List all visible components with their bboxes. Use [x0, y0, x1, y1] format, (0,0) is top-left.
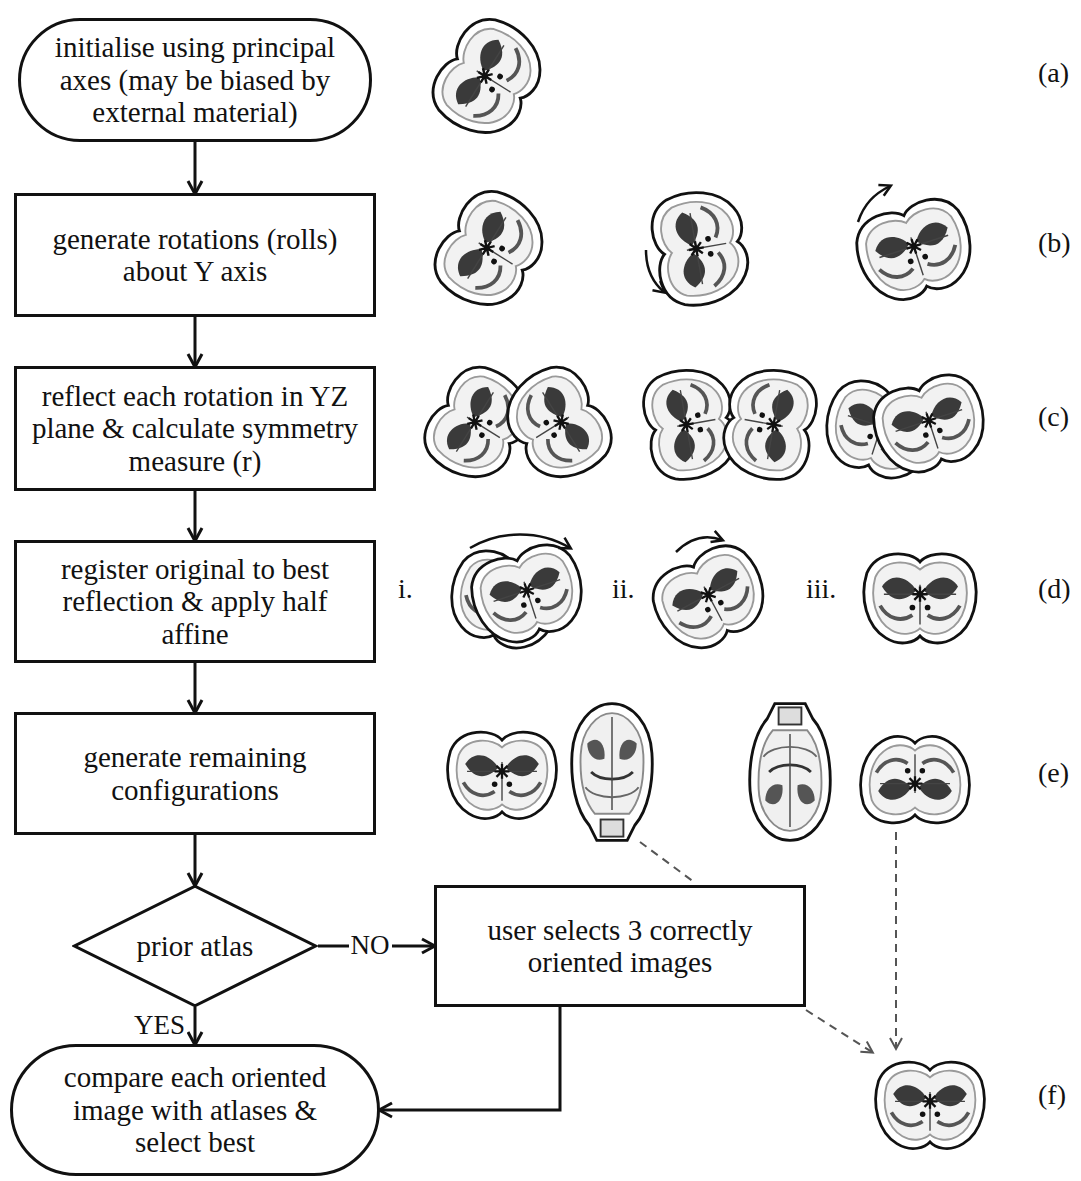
edge-label: NO: [349, 931, 392, 961]
node-text: generate rotations (rolls) about Y axis: [29, 223, 361, 288]
rotation-arrow: [676, 537, 722, 552]
step-number: iii.: [806, 574, 836, 605]
node-text: register original to best reflection & a…: [29, 553, 361, 650]
node-text: compare each oriented image with atlases…: [43, 1061, 347, 1158]
brain-section: [865, 367, 995, 483]
panel-letter: (e): [1038, 758, 1069, 789]
rotation-arrow: [646, 250, 664, 292]
brain-section: [463, 537, 593, 653]
edge-label: YES: [132, 1011, 187, 1041]
brain-section: [876, 1062, 985, 1148]
brain-section-reflected: [718, 363, 822, 485]
flow-arrow: [194, 491, 197, 540]
brain-section: [861, 736, 970, 822]
node-text: reflect each rotation in YZ plane & calc…: [29, 380, 361, 477]
start-terminal: initialise using principal axes (may be …: [18, 18, 372, 142]
panel-letter: (a): [1038, 58, 1069, 89]
brain-section-reflected: [492, 355, 623, 493]
panel-letter: (c): [1038, 402, 1069, 433]
rotation-arrow: [470, 535, 570, 549]
process-box: generate rotations (rolls) about Y axis: [14, 193, 376, 317]
dashed-leader: [640, 842, 694, 882]
brain-axial: [572, 704, 653, 841]
process-box: register original to best reflection & a…: [14, 540, 376, 663]
brain-section: [848, 191, 982, 310]
flow-arrow: [194, 663, 197, 712]
brain-section: [421, 7, 556, 149]
brain-section: [647, 185, 754, 311]
end-terminal: compare each oriented image with atlases…: [10, 1044, 380, 1176]
flow-arrow: [194, 142, 197, 193]
process-box: reflect each rotation in YZ plane & calc…: [14, 366, 376, 491]
node-text: initialise using principal axes (may be …: [47, 31, 343, 128]
dashed-leader: [806, 1010, 872, 1052]
flow-arrow: [194, 835, 197, 885]
brain-axial: [750, 704, 831, 841]
flow-arrow: [194, 1007, 197, 1044]
step-number: i.: [398, 574, 413, 605]
flow-arrow: [194, 317, 197, 366]
dashed-leader: [895, 832, 897, 1048]
brain-section: [423, 179, 558, 321]
brain-section: [448, 732, 557, 818]
flow-arrow: [380, 1007, 560, 1110]
panel-letter: (f): [1038, 1080, 1066, 1111]
rotation-arrow: [858, 186, 890, 222]
step-number: ii.: [612, 574, 635, 605]
node-text: generate remaining configurations: [29, 741, 361, 806]
panel-letter: (b): [1038, 228, 1071, 259]
brain-section: [864, 554, 976, 643]
process-box: user selects 3 correctly oriented images: [434, 885, 806, 1007]
panel-letter: (d): [1038, 574, 1071, 605]
decision-diamond: prior atlas: [72, 885, 318, 1007]
node-text: user selects 3 correctly oriented images: [451, 914, 789, 979]
node-text: prior atlas: [137, 930, 254, 962]
process-box: generate remaining configurations: [14, 712, 376, 835]
brain-section: [642, 535, 778, 662]
